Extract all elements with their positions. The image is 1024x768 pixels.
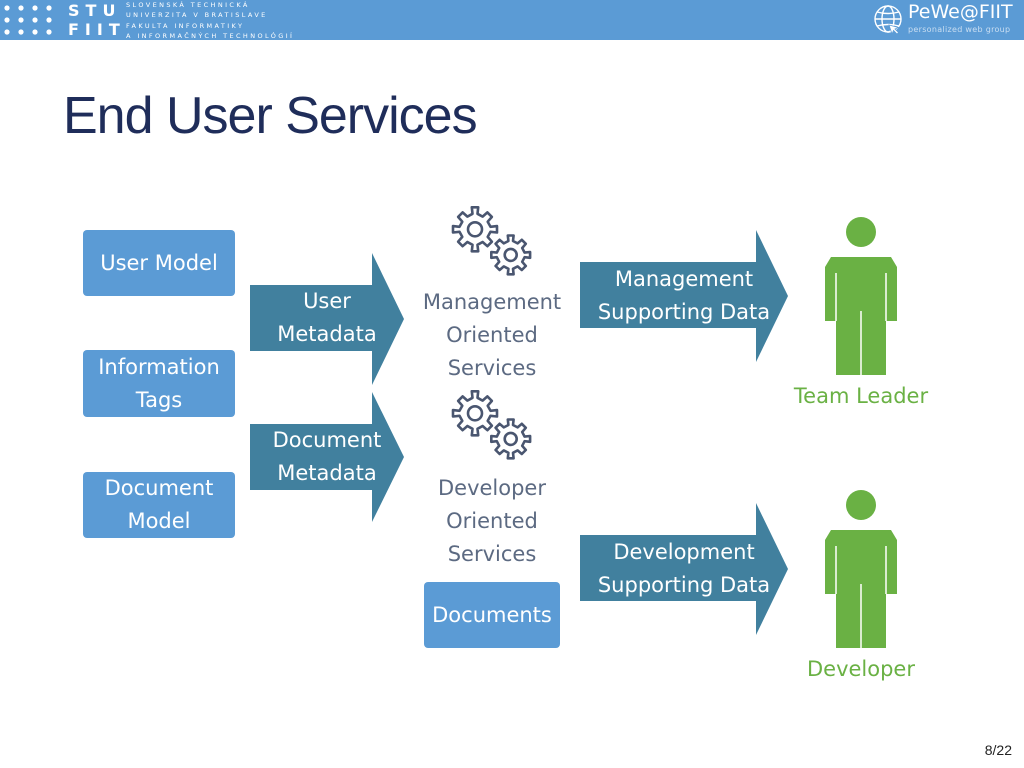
university-line2: UNIVERZITA V BRATISLAVE <box>126 11 268 19</box>
user-model-label: User Model <box>100 250 218 275</box>
document-metadata-label: Document Metadata <box>272 428 382 485</box>
stu-dots-logo-icon <box>4 5 52 35</box>
management-services-label: Management Oriented Services <box>422 290 562 380</box>
documents-box: Documents <box>424 582 560 648</box>
developer-label: Developer <box>806 657 915 681</box>
management-data-arrow <box>580 230 788 362</box>
faculty-line1: FAKULTA INFORMATIKY <box>126 22 245 30</box>
user-metadata-arrow <box>250 253 404 385</box>
brand-subtitle: personalized web group <box>908 25 1011 34</box>
development-data-arrow <box>580 503 788 635</box>
user-model-box: User Model <box>83 230 235 296</box>
faculty-line2: A INFORMAČNÝCH TECHNOLÓGIÍ <box>126 32 295 40</box>
development-data-label: Development Supporting Data <box>597 540 771 597</box>
team-leader-label: Team Leader <box>793 384 929 408</box>
developer-services-label: Developer Oriented Services <box>437 476 546 566</box>
management-gears-icon <box>451 206 532 276</box>
logo-fiit: FIIT <box>68 20 126 39</box>
document-metadata-arrow <box>250 392 404 522</box>
information-tags-box: Information Tags <box>83 350 235 417</box>
document-model-label: Document Model <box>104 476 214 533</box>
developer-person-icon <box>825 490 897 648</box>
header-bar: STU FIIT SLOVENSKÁ TECHNICKÁ UNIVERZITA … <box>0 0 1024 40</box>
globe-icon <box>874 5 902 36</box>
user-metadata-label: User Metadata <box>277 289 377 346</box>
documents-label: Documents <box>432 602 552 627</box>
logo-stu: STU <box>68 1 122 20</box>
information-tags-label: Information Tags <box>98 354 220 412</box>
developer-gears-icon <box>451 390 532 460</box>
slide-title: End User Services <box>63 87 478 145</box>
document-model-box: Document Model <box>83 472 235 538</box>
page-number: 8/22 <box>984 742 1012 758</box>
brand-name: PeWe@FIIT <box>908 1 1013 23</box>
university-line1: SLOVENSKÁ TECHNICKÁ <box>126 1 250 9</box>
management-data-label: Management Supporting Data <box>597 267 771 324</box>
team-leader-person-icon <box>825 217 897 375</box>
